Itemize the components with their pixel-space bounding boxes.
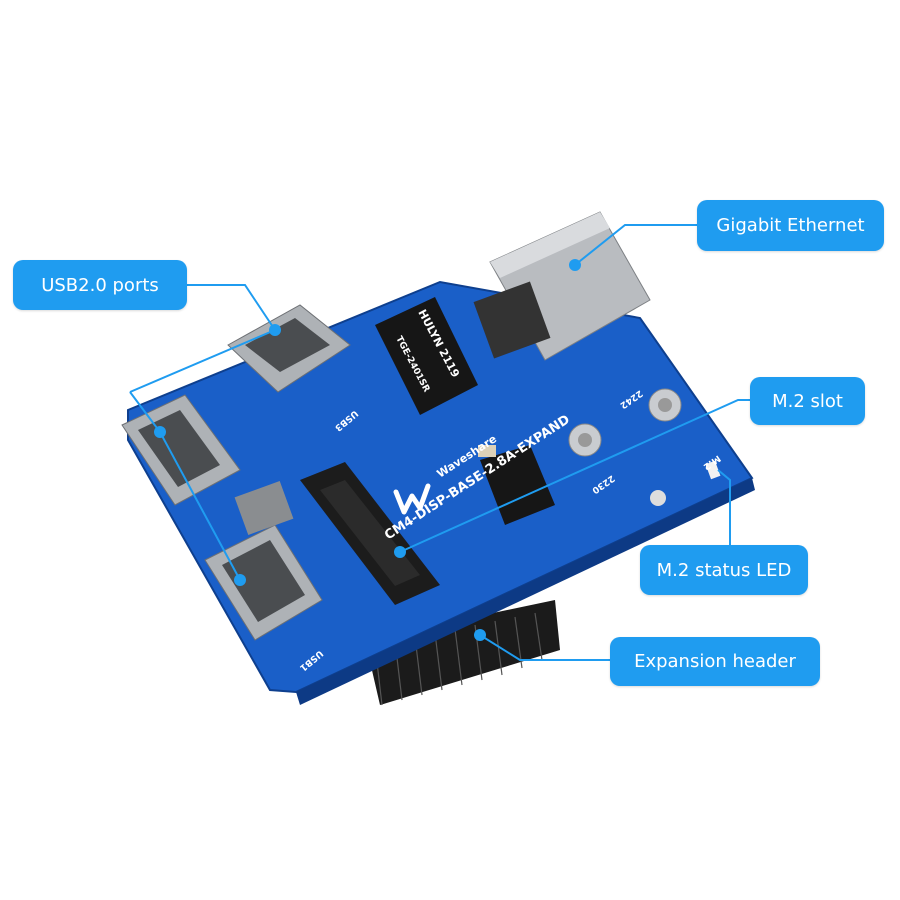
ethernet-jack [473, 211, 651, 361]
callout-usb-ports: USB2.0 ports [13, 260, 187, 310]
usb-hub-chip [480, 445, 555, 525]
callout-m2-slot: M.2 slot [750, 377, 865, 425]
mount-hole [650, 490, 666, 506]
inductor [234, 480, 294, 536]
usb-port-top [227, 304, 351, 393]
callout-m2-status-led: M.2 status LED [640, 545, 808, 595]
waveshare-logo [393, 483, 431, 515]
m2-led [705, 460, 721, 480]
callout-expansion-header: Expansion header [610, 637, 820, 686]
callout-gigabit-ethernet: Gigabit Ethernet [697, 200, 884, 251]
ethernet-transformer-chip: HULYN 2119 TGE-2401SR [375, 297, 478, 415]
usb-port-bottom [204, 524, 323, 641]
leader-dots [154, 259, 581, 641]
crystal [478, 445, 496, 457]
